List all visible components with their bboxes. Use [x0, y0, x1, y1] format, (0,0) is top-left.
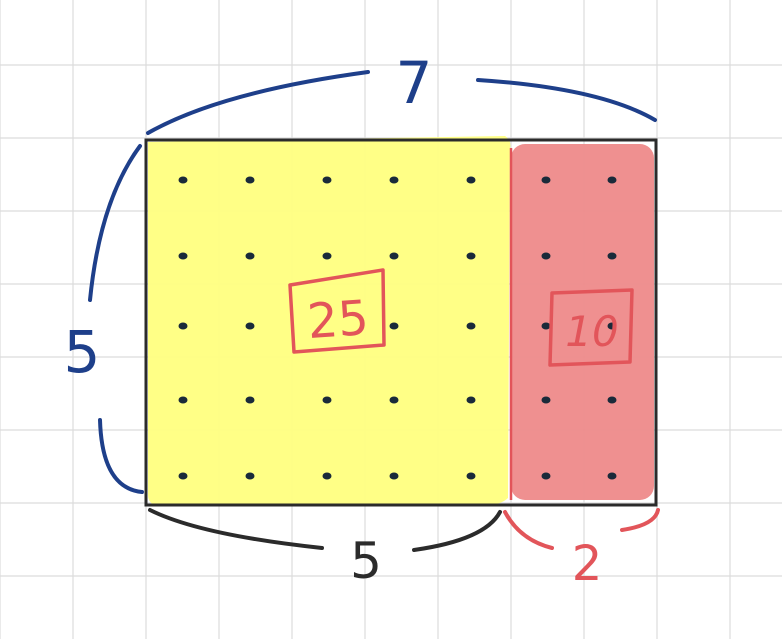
- yellow-unit-dot: [245, 396, 255, 404]
- left-width-label: 5: [350, 532, 382, 590]
- outer-rectangle: [144, 138, 658, 507]
- red-unit-dot: [541, 252, 551, 260]
- red-unit-dot: [541, 322, 551, 330]
- top-brace-7: [146, 70, 370, 135]
- left-brace-5: [88, 144, 142, 302]
- total-width-label: 7: [396, 49, 433, 117]
- yellow-unit-dot: [178, 322, 188, 330]
- yellow-unit-dot: [322, 396, 332, 404]
- height-label: 5: [64, 318, 101, 386]
- bottom-brace-5: [148, 508, 324, 550]
- right-width-label: 2: [572, 536, 603, 592]
- yellow-unit-dot: [245, 472, 255, 480]
- left-brace-5-bottom: [98, 418, 144, 494]
- yellow-unit-dot: [466, 472, 476, 480]
- red-unit-dot: [607, 396, 617, 404]
- area-25-label: 25: [306, 290, 371, 350]
- top-brace-7-right: [476, 78, 657, 122]
- yellow-unit-dot: [245, 252, 255, 260]
- yellow-unit-dot: [322, 472, 332, 480]
- yellow-unit-dot: [466, 396, 476, 404]
- yellow-unit-dot: [178, 176, 188, 184]
- yellow-unit-dot: [245, 322, 255, 330]
- yellow-unit-dot: [389, 176, 399, 184]
- red-unit-dot: [607, 472, 617, 480]
- yellow-unit-dot: [389, 396, 399, 404]
- yellow-unit-dot: [466, 176, 476, 184]
- area-10-box: [548, 288, 634, 367]
- bottom-brace-5-right: [412, 510, 502, 552]
- yellow-unit-dot: [322, 252, 332, 260]
- yellow-unit-dot: [389, 252, 399, 260]
- bottom-brace-2: [503, 510, 554, 550]
- red-unit-dot: [541, 176, 551, 184]
- unit-dots: [178, 176, 617, 480]
- yellow-unit-dot: [466, 322, 476, 330]
- yellow-unit-dot: [389, 322, 399, 330]
- area-10-label: 10: [565, 307, 618, 356]
- red-region-5x2: [511, 144, 654, 500]
- yellow-unit-dot: [178, 252, 188, 260]
- yellow-unit-dot: [389, 472, 399, 480]
- red-unit-dot: [607, 322, 617, 330]
- yellow-unit-dot: [466, 252, 476, 260]
- red-unit-dot: [607, 252, 617, 260]
- bottom-brace-2-right: [620, 508, 660, 532]
- yellow-region-5x5: [148, 136, 511, 506]
- area-25-box: [288, 268, 386, 354]
- red-unit-dot: [541, 396, 551, 404]
- yellow-unit-dot: [245, 176, 255, 184]
- yellow-unit-dot: [178, 472, 188, 480]
- yellow-unit-dot: [178, 396, 188, 404]
- red-unit-dot: [607, 176, 617, 184]
- yellow-unit-dot: [322, 176, 332, 184]
- red-unit-dot: [541, 472, 551, 480]
